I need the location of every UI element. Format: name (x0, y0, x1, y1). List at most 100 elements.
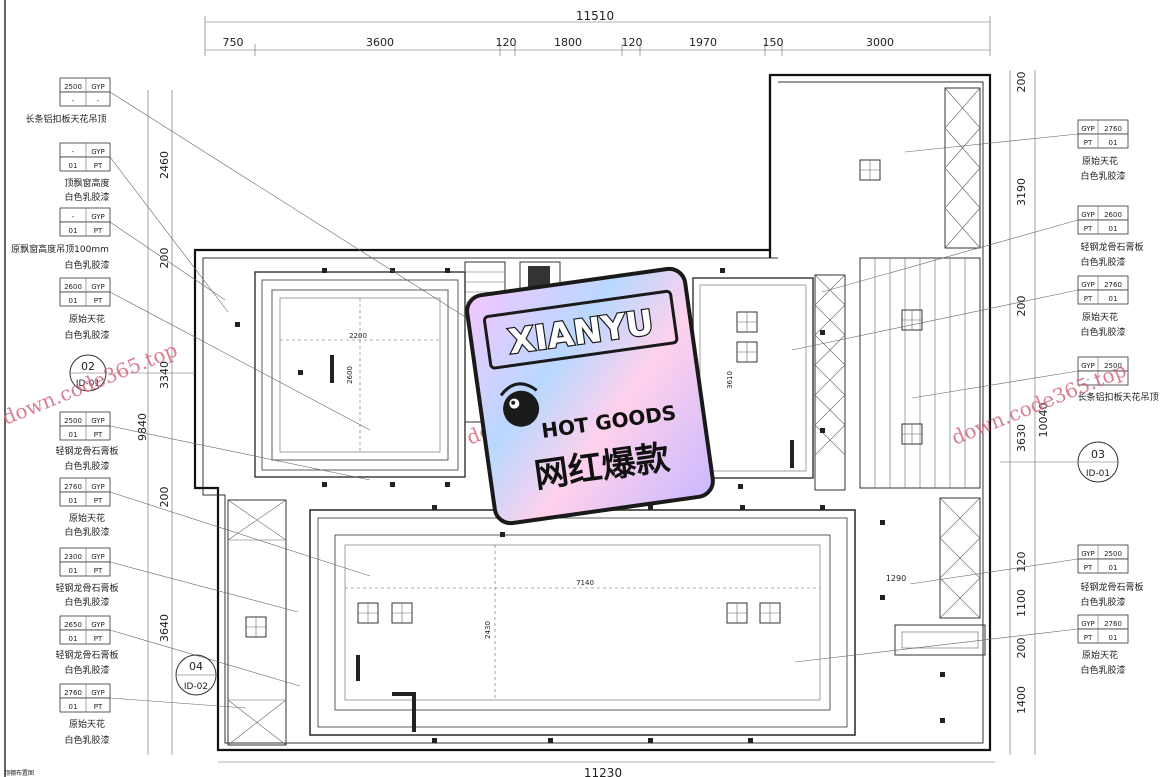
svg-text:02: 02 (81, 360, 95, 373)
svg-text:白色乳胶漆: 白色乳胶漆 (64, 596, 109, 608)
svg-text:PT: PT (1084, 564, 1093, 572)
right-annotation-5: GYP 2500 PT 01 轻钢龙骨石膏板 白色乳胶漆 (909, 544, 1144, 608)
svg-text:01: 01 (69, 227, 78, 235)
svg-text:ID-01: ID-01 (76, 379, 100, 389)
svg-text:2760: 2760 (1104, 125, 1122, 133)
room-c-height-dim: 3610 (726, 371, 734, 389)
window-strip-left (227, 499, 287, 746)
svg-text:白色乳胶漆: 白色乳胶漆 (64, 664, 109, 676)
fish-icon (499, 382, 540, 427)
svg-text:01: 01 (1109, 634, 1118, 642)
left-annotation-5: 2500 GYP 01 PT 轻钢龙骨石膏板 白色乳胶漆 (55, 411, 371, 481)
svg-text:2500: 2500 (64, 417, 82, 425)
right-dim-9: 1400 (1015, 686, 1028, 714)
svg-text:GYP: GYP (1081, 620, 1095, 628)
svg-text:轻钢龙骨石膏板: 轻钢龙骨石膏板 (1080, 241, 1143, 253)
room-c-ceiling: 3610 (692, 274, 846, 491)
svg-text:白色乳胶漆: 白色乳胶漆 (64, 734, 109, 746)
svg-text:01: 01 (1109, 295, 1118, 303)
svg-text:白色乳胶漆: 白色乳胶漆 (1080, 596, 1125, 608)
svg-text:原始天花: 原始天花 (69, 313, 105, 325)
svg-text:01: 01 (69, 162, 78, 170)
svg-text:PT: PT (94, 227, 103, 235)
left-annotation-8: 2650 GYP 01 PT 轻钢龙骨石膏板 白色乳胶漆 (55, 615, 301, 687)
svg-text:PT: PT (94, 703, 103, 711)
left-annotation-6: 2760 GYP 01 PT 原始天花 白色乳胶漆 (59, 477, 371, 577)
svg-text:-: - (1087, 376, 1090, 384)
svg-text:ID-01: ID-01 (1086, 469, 1110, 479)
top-dim-5: 120 (622, 36, 643, 49)
svg-text:白色乳胶漆: 白色乳胶漆 (64, 191, 109, 203)
left-annotation-2: - GYP 01 PT 顶飘窗高度 白色乳胶漆 (59, 142, 229, 313)
svg-text:-: - (72, 148, 75, 156)
section-marker-02: 02 ID-01 (69, 354, 195, 392)
svg-text:白色乳胶漆: 白色乳胶漆 (1080, 664, 1125, 676)
section-marker-03: 03 ID-01 (1000, 441, 1119, 483)
right-dimension-chain: 200 3190 200 3630 10040 120 1100 200 140… (1009, 70, 1050, 755)
right-annotation-6: GYP 2760 PT 01 原始天花 白色乳胶漆 (794, 614, 1129, 676)
svg-text:PT: PT (94, 297, 103, 305)
light-fixture (391, 602, 413, 624)
svg-text:原始天花: 原始天花 (69, 718, 105, 730)
bottom-total-dim: 11230 (584, 766, 622, 777)
svg-text:白色乳胶漆: 白色乳胶漆 (1080, 256, 1125, 268)
svg-text:01: 01 (69, 297, 78, 305)
right-annotations: GYP 2760 PT 01 原始天花 白色乳胶漆 GYP 2600 PT 01… (791, 119, 1159, 676)
light-fixture (759, 602, 781, 624)
side-dim-label: 1290 (886, 574, 906, 583)
svg-text:01: 01 (69, 703, 78, 711)
svg-text:原飘窗高度吊顶100mm: 原飘窗高度吊顶100mm (11, 243, 109, 255)
svg-text:04: 04 (189, 660, 203, 673)
svg-text:PT: PT (94, 567, 103, 575)
right-dim-2: 3190 (1015, 178, 1028, 206)
svg-text:原始天花: 原始天花 (1082, 311, 1118, 323)
top-dim-2: 3600 (366, 36, 394, 49)
light-fixture (859, 159, 881, 181)
svg-text:2500: 2500 (64, 83, 82, 91)
left-dim-6: 3640 (158, 614, 171, 642)
light-fixture (901, 309, 923, 331)
svg-text:01: 01 (69, 431, 78, 439)
right-dim-6: 120 (1015, 552, 1028, 573)
top-dim-3: 120 (496, 36, 517, 49)
svg-text:GYP: GYP (1081, 125, 1095, 133)
bottom-dimension-chain: 11230 (218, 761, 995, 777)
right-annotation-2: GYP 2600 PT 01 轻钢龙骨石膏板 白色乳胶漆 (821, 205, 1144, 293)
svg-text:原始天花: 原始天花 (1082, 649, 1118, 661)
svg-text:GYP: GYP (91, 148, 105, 156)
top-total-dim: 11510 (576, 9, 614, 23)
svg-text:GYP: GYP (91, 553, 105, 561)
svg-text:GYP: GYP (91, 483, 105, 491)
svg-text:2650: 2650 (64, 621, 82, 629)
svg-text:-: - (1112, 376, 1115, 384)
svg-text:01: 01 (69, 567, 78, 575)
left-dim-5: 200 (158, 487, 171, 508)
svg-text:2300: 2300 (64, 553, 82, 561)
window-strip-top-right (944, 87, 981, 249)
light-fixture (357, 602, 379, 624)
svg-text:长条铝扣板天花吊顶: 长条铝扣板天花吊顶 (25, 113, 106, 125)
svg-text:PT: PT (94, 635, 103, 643)
right-dim-1: 200 (1015, 72, 1028, 93)
svg-text:GYP: GYP (1081, 550, 1095, 558)
svg-text:PT: PT (1084, 139, 1093, 147)
right-annotation-3: GYP 2760 PT 01 原始天花 白色乳胶漆 (791, 275, 1129, 351)
right-dim-7: 1100 (1015, 589, 1028, 617)
svg-text:长条铝扣板天花吊顶: 长条铝扣板天花吊顶 (1077, 391, 1158, 403)
outer-walls (193, 73, 992, 752)
left-dim-3: 3340 (158, 361, 171, 389)
right-dim-8: 200 (1015, 638, 1028, 659)
aluminum-strip-ceiling (859, 257, 981, 489)
svg-text:GYP: GYP (91, 621, 105, 629)
svg-text:顶飘窗高度: 顶飘窗高度 (64, 177, 109, 189)
svg-text:原始天花: 原始天花 (1082, 155, 1118, 167)
svg-text:ID-02: ID-02 (184, 682, 208, 692)
top-dim-6: 1970 (689, 36, 717, 49)
svg-text:白色乳胶漆: 白色乳胶漆 (64, 259, 109, 271)
svg-text:GYP: GYP (91, 689, 105, 697)
right-dim-5: 10040 (1037, 403, 1050, 438)
room-a-ceiling: 2200 2600 (254, 271, 466, 478)
svg-text:2500: 2500 (1104, 362, 1122, 370)
svg-text:GYP: GYP (1081, 211, 1095, 219)
